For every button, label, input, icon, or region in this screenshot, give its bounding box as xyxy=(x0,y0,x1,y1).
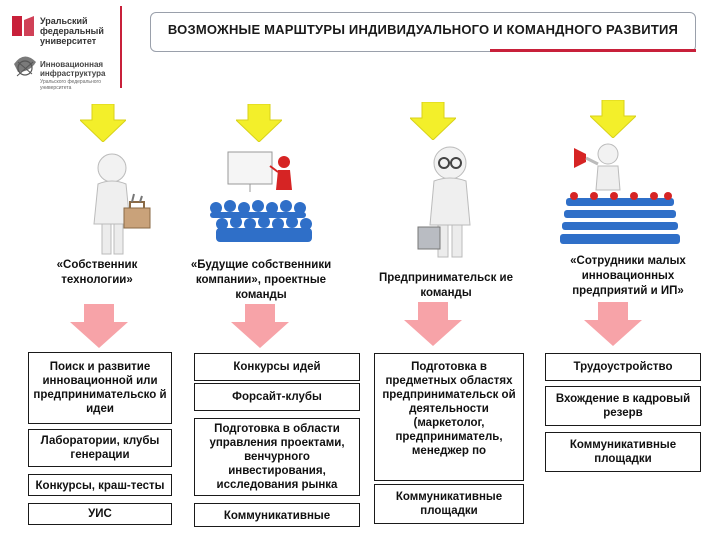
route-box: Коммуникативные площадки xyxy=(374,484,524,524)
route-box: Подготовка в области управления проектам… xyxy=(194,418,360,496)
logo-line-1: Уральский xyxy=(40,16,88,26)
title-frame: ВОЗМОЖНЫЕ МАРШТУРЫ ИНДИВИДУАЛЬНОГО И КОМ… xyxy=(150,12,696,52)
down-arrow-icon xyxy=(410,102,456,140)
down-arrow-icon xyxy=(70,304,128,348)
column-heading-technology-owner: «Собственник технологии» xyxy=(22,258,172,288)
presenter-with-audience-icon xyxy=(206,148,316,248)
down-arrow-icon xyxy=(236,104,282,142)
column-heading-entrepreneur-teams: Предпринимательск ие команды xyxy=(376,271,516,301)
route-box: Коммуникативные площадки xyxy=(545,432,701,472)
person-with-briefcase-icon xyxy=(400,138,500,268)
route-box: УИС xyxy=(28,503,172,525)
logo-sub-1: Инновационная xyxy=(40,60,103,69)
route-box: Форсайт-клубы xyxy=(194,383,360,411)
logo-line-3: университет xyxy=(40,36,96,46)
leader-with-megaphone-icon xyxy=(560,140,680,250)
down-arrow-icon xyxy=(590,100,636,138)
logo-sub-2: инфраструктура xyxy=(40,69,105,78)
down-arrow-icon xyxy=(80,104,126,142)
person-with-toolbox-icon xyxy=(72,140,172,270)
page-title: ВОЗМОЖНЫЕ МАРШТУРЫ ИНДИВИДУАЛЬНОГО И КОМ… xyxy=(151,19,695,40)
route-box: Коммуникативные площадки xyxy=(194,503,360,527)
down-arrow-icon xyxy=(231,304,289,348)
route-box: Лаборатории, клубы генерации xyxy=(28,429,172,467)
route-box: Вхождение в кадровый резерв xyxy=(545,386,701,426)
column-heading-future-owners: «Будущие собственники компании», проектн… xyxy=(186,258,336,303)
route-box: Трудоустройство xyxy=(545,353,701,381)
column-heading-small-enterprise-staff: «Сотрудники малых инновационных предприя… xyxy=(548,254,708,299)
logo-sub-3: Уральского федерального университета xyxy=(40,79,114,91)
route-box: Конкурсы, краш-тесты xyxy=(28,474,172,496)
route-box: Конкурсы идей xyxy=(194,353,360,381)
route-box: Подготовка в предметных областях предпри… xyxy=(374,353,524,481)
logo-line-2: федеральный xyxy=(40,26,104,36)
title-underline xyxy=(490,49,696,52)
route-box: Поиск и развитие инновационной или предп… xyxy=(28,352,172,424)
ural-federal-university-logo: Уральский федеральный университет Иннова… xyxy=(8,8,118,96)
header-divider xyxy=(120,6,122,88)
down-arrow-icon xyxy=(584,302,642,346)
down-arrow-icon xyxy=(404,302,462,346)
